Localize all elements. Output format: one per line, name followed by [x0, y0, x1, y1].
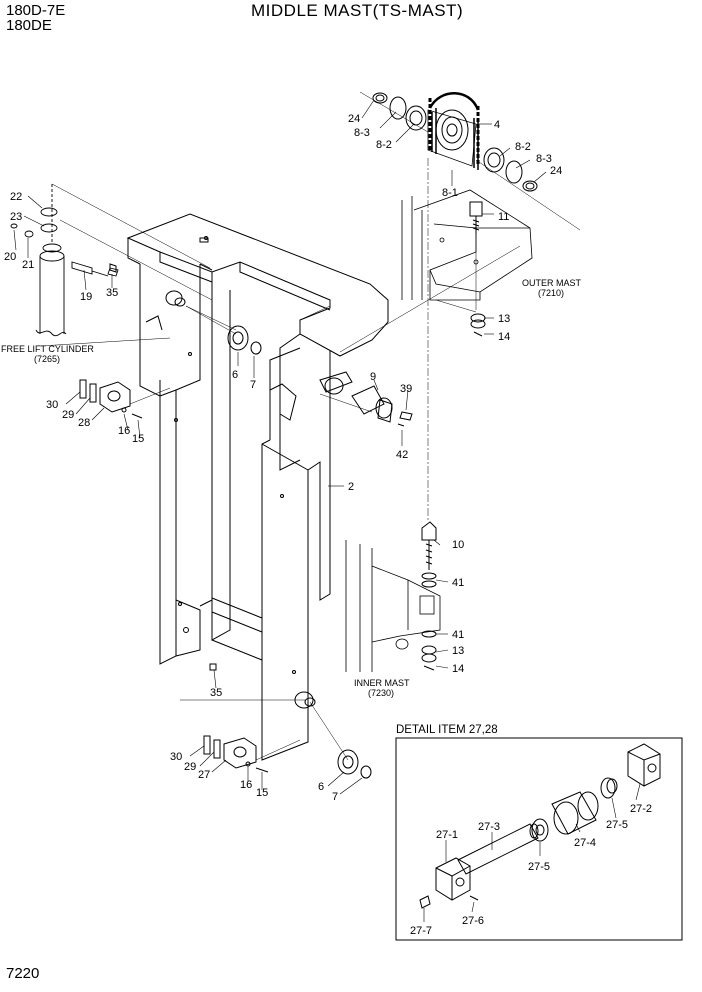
callout: 23: [10, 211, 22, 223]
page-number: 7220: [6, 965, 40, 982]
callout: 4: [494, 119, 500, 131]
callout: 27-1: [436, 829, 458, 841]
callout: 13: [498, 313, 510, 325]
callout: 15: [132, 433, 144, 445]
reference-labels: FREE LIFT CYLINDER (7265) OUTER MAST (72…: [1, 278, 582, 736]
callout: 30: [170, 751, 182, 763]
callout: 9: [370, 371, 376, 383]
callout: 29: [184, 761, 196, 773]
callout: 27-4: [574, 837, 596, 849]
callout: 24: [550, 165, 562, 177]
callout: 27: [198, 769, 210, 781]
ref-inner-mast-no: (7230): [368, 688, 394, 698]
callout: 8-3: [536, 153, 552, 165]
bracket-group-upper: [79, 379, 143, 419]
callout: 41: [452, 629, 464, 641]
callout: 8-1: [442, 187, 458, 199]
callout: 20: [4, 251, 16, 263]
callout: 6: [318, 781, 324, 793]
free-lift-cylinder: [10, 184, 119, 337]
ref-free-lift-cylinder: FREE LIFT CYLINDER: [1, 344, 94, 354]
callout: 24: [348, 113, 360, 125]
ref-outer-mast-no: (7210): [538, 288, 564, 298]
detail-title: DETAIL ITEM 27,28: [396, 724, 498, 736]
callout: 42: [396, 449, 408, 461]
callout: 27-6: [462, 915, 484, 927]
callout: 8-2: [515, 141, 531, 153]
callout: 35: [106, 287, 118, 299]
outer-mast-ref: [401, 189, 533, 301]
roller-parts: [227, 325, 372, 779]
callout: 16: [118, 425, 130, 437]
callout: 39: [400, 383, 412, 395]
callout-leaders: [13, 99, 547, 795]
callout: 16: [240, 779, 252, 791]
callout: 2: [348, 481, 354, 493]
callout: 14: [452, 663, 464, 675]
callout: 28: [78, 417, 90, 429]
page-title: MIDDLE MAST(TS-MAST): [251, 1, 464, 20]
callout: 15: [256, 787, 268, 799]
callout: 14: [498, 331, 510, 343]
ref-outer-mast: OUTER MAST: [522, 278, 582, 288]
ref-inner-mast: INNER MAST: [354, 678, 410, 688]
callout: 7: [332, 791, 338, 803]
callout: 41: [452, 577, 464, 589]
chain-sheave-assembly: [372, 92, 538, 671]
callout: 27-5: [528, 861, 550, 873]
callout: 21: [22, 259, 34, 271]
model-code-1: 180D-7E: [6, 2, 66, 19]
callout: 27-3: [478, 821, 500, 833]
callout: 13: [452, 645, 464, 657]
callout: 11: [498, 211, 509, 223]
model-code-2: 180DE: [6, 17, 52, 34]
inner-mast-ref: [345, 540, 441, 672]
callout: 30: [46, 399, 58, 411]
callout: 8-3: [354, 127, 370, 139]
callout: 6: [232, 369, 238, 381]
ref-free-lift-cylinder-no: (7265): [34, 354, 60, 364]
middle-mast-frame: [126, 213, 389, 761]
callout: 27-2: [630, 803, 652, 815]
callout: 27-7: [410, 925, 432, 937]
callout: 10: [452, 539, 464, 551]
bracket-group-lower: [109, 263, 269, 773]
callout-numbers: 24 8-3 8-2 4 8-2 8-3 24 8-1 11 13 14 22 …: [4, 113, 652, 937]
callout: 35: [210, 687, 222, 699]
callout: 7: [250, 379, 256, 391]
detail-box: [395, 737, 683, 941]
callout: 22: [10, 191, 22, 203]
callout: 29: [62, 409, 74, 421]
center-lines: [39, 91, 581, 761]
callout: 8-2: [376, 139, 392, 151]
callout: 27-5: [606, 819, 628, 831]
callout: 19: [80, 291, 92, 303]
